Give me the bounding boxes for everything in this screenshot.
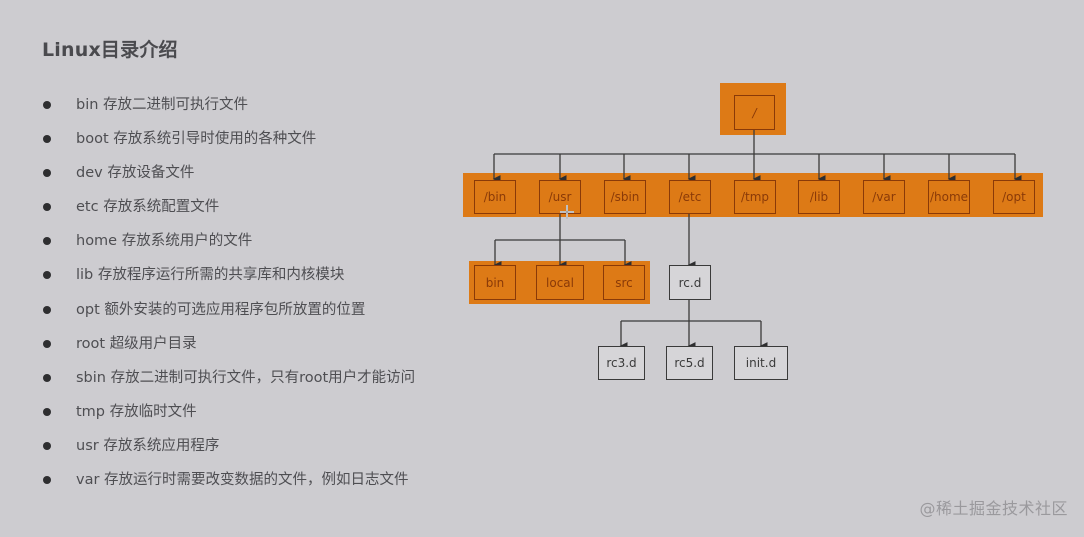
node-lib[interactable]: /lib (798, 180, 840, 214)
list-item: usr 存放系统应用程序 (42, 433, 415, 467)
node-opt[interactable]: /opt (993, 180, 1035, 214)
bullet-icon (43, 441, 51, 450)
bullet-icon (43, 101, 51, 109)
list-item: root 超级用户目录 (42, 331, 415, 365)
list-item: var 存放运行时需要改变数据的文件，例如日志文件 (42, 467, 415, 501)
node-var[interactable]: /var (863, 180, 905, 214)
list-item: dev 存放设备文件 (42, 160, 415, 194)
directory-description-list: bin 存放二进制可执行文件 boot 存放系统引导时使用的各种文件 dev 存… (42, 92, 415, 501)
bullet-icon (43, 407, 51, 416)
bullet-icon (43, 135, 51, 144)
node-root[interactable]: / (734, 95, 775, 130)
bullet-icon (43, 373, 51, 382)
bullet-icon (43, 203, 51, 212)
list-item: sbin 存放二进制可执行文件，只有root用户才能访问 (42, 365, 415, 399)
node-tmp[interactable]: /tmp (734, 180, 776, 214)
list-item: lib 存放程序运行所需的共享库和内核模块 (42, 262, 415, 296)
list-item: bin 存放二进制可执行文件 (42, 92, 415, 126)
node-usr-src[interactable]: src (603, 265, 645, 300)
bullet-icon (43, 305, 51, 314)
node-home[interactable]: /home (928, 180, 970, 214)
node-usr[interactable]: /usr (539, 180, 581, 214)
list-item: boot 存放系统引导时使用的各种文件 (42, 126, 415, 160)
bullet-icon (43, 476, 51, 485)
list-item: home 存放系统用户的文件 (42, 228, 415, 262)
list-item: tmp 存放临时文件 (42, 399, 415, 433)
bullet-icon (43, 339, 51, 348)
node-rcd[interactable]: rc.d (669, 265, 711, 300)
bullet-icon (43, 169, 51, 178)
node-etc[interactable]: /etc (669, 180, 711, 214)
bullet-icon (43, 237, 51, 246)
page-title: Linux目录介绍 (42, 39, 178, 61)
list-item: opt 额外安装的可选应用程序包所放置的位置 (42, 297, 415, 331)
node-bin[interactable]: /bin (474, 180, 516, 214)
bullet-icon (43, 271, 51, 280)
list-item: etc 存放系统配置文件 (42, 194, 415, 228)
node-usr-bin[interactable]: bin (474, 265, 516, 300)
watermark: @稀土掘金技术社区 (919, 499, 1068, 518)
node-sbin[interactable]: /sbin (604, 180, 646, 214)
node-rc5d[interactable]: rc5.d (666, 346, 713, 380)
node-initd[interactable]: init.d (734, 346, 788, 380)
crosshair-cursor-icon (560, 205, 574, 219)
node-rc3d[interactable]: rc3.d (598, 346, 645, 380)
node-usr-local[interactable]: local (536, 265, 584, 300)
